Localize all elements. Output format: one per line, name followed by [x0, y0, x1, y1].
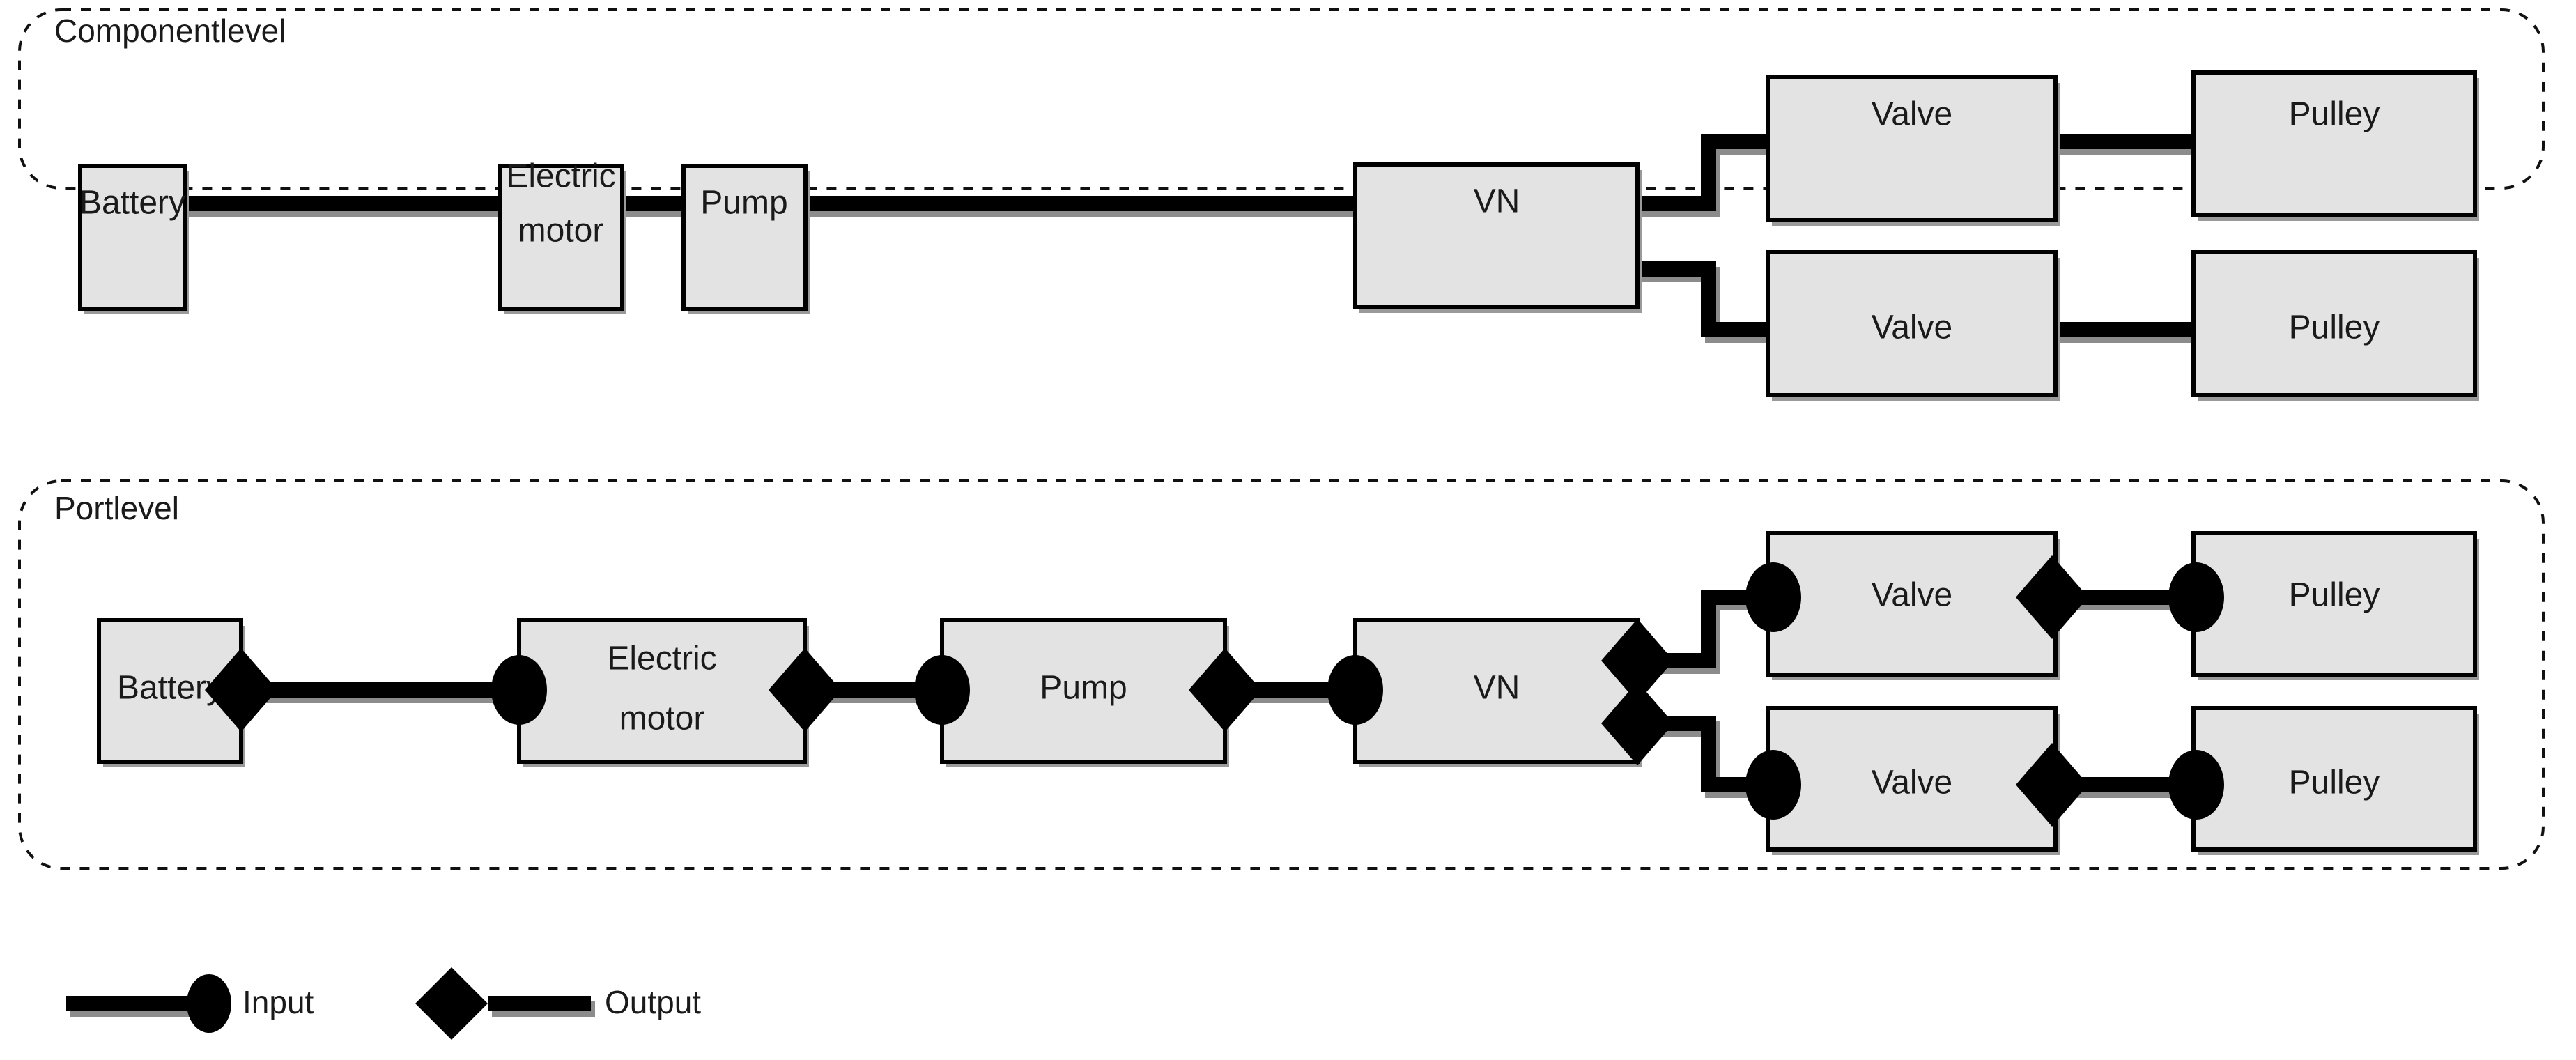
output-diamond-emotor[interactable]: [769, 648, 841, 732]
node-electric-motor-label-line2: motor: [518, 213, 604, 249]
node-valve-1-port[interactable]: Valve: [1766, 531, 2060, 680]
output-diamond-vn-2[interactable]: [1601, 682, 1674, 765]
node-pulley-2-port[interactable]: Pulley: [2191, 706, 2479, 855]
node-electric-motor-label-line1: Electric: [506, 158, 615, 195]
node-valve-1-component[interactable]: Valve: [1766, 75, 2060, 226]
input-circle-pulley-2[interactable]: [2168, 750, 2224, 820]
node-vn-port-label: VN: [1474, 670, 1520, 707]
node-pump-box[interactable]: [681, 164, 808, 311]
group-port-level-border: [18, 479, 2545, 870]
node-pulley-1-box[interactable]: [2191, 70, 2477, 217]
node-pulley-2-port-label: Pulley: [2289, 765, 2380, 801]
node-battery-box[interactable]: [78, 164, 187, 311]
node-battery-component[interactable]: Battery: [78, 164, 189, 314]
group-component-level-border: [18, 8, 2545, 190]
node-electric-motor-port-label-line1: Electric: [607, 640, 716, 677]
node-valve-1-port-box[interactable]: [1766, 531, 2058, 677]
port-markers: [205, 555, 2224, 827]
node-valve-1-port-label: Valve: [1872, 577, 1953, 614]
node-electric-motor-port-box[interactable]: [517, 618, 807, 764]
output-diamond-vn-1[interactable]: [1601, 619, 1674, 702]
node-valve-1-label: Valve: [1872, 96, 1953, 133]
group-port-level: Portlevel: [18, 479, 2545, 870]
node-pulley-2-port-box[interactable]: [2191, 706, 2477, 852]
node-pump-port-label: Pump: [1040, 670, 1127, 707]
node-valve-2-port-label: Valve: [1872, 765, 1953, 801]
input-circle-emotor[interactable]: [491, 655, 547, 725]
node-pulley-1-port-box[interactable]: [2191, 531, 2477, 677]
output-diamond-battery[interactable]: [205, 648, 277, 732]
node-electric-motor-port[interactable]: Electric motor: [517, 618, 809, 767]
node-valve-2-component[interactable]: Valve: [1766, 250, 2060, 401]
node-electric-motor-port-label-line2: motor: [619, 700, 705, 737]
node-pulley-2-component[interactable]: Pulley: [2191, 250, 2479, 401]
group-port-level-title: Portlevel: [54, 490, 179, 526]
node-pulley-1-port-label: Pulley: [2289, 577, 2380, 614]
node-valve-2-port-box[interactable]: [1766, 706, 2058, 852]
node-vn-port[interactable]: VN: [1353, 618, 1642, 767]
input-circle-pump[interactable]: [914, 655, 970, 725]
legend-item-output: Output: [415, 967, 701, 1040]
node-pulley-1-component[interactable]: Pulley: [2191, 70, 2479, 221]
node-battery-label: Battery: [79, 185, 185, 222]
node-electric-motor-component[interactable]: Electric motor: [498, 158, 626, 314]
node-pulley-1-port[interactable]: Pulley: [2191, 531, 2479, 680]
input-circle-valve-2[interactable]: [1745, 750, 1801, 820]
legend-output-label: Output: [605, 984, 701, 1020]
input-circle-vn[interactable]: [1327, 655, 1383, 725]
node-battery-port[interactable]: Battery: [97, 618, 245, 767]
input-circle-icon: [187, 974, 231, 1033]
legend-input-label: Input: [242, 984, 314, 1020]
node-vn-label: VN: [1474, 183, 1520, 220]
node-pump-port-box[interactable]: [940, 618, 1227, 764]
link-vn-valve-2: [1637, 261, 1773, 337]
node-pulley-2-label: Pulley: [2289, 309, 2380, 346]
output-diamond-pump[interactable]: [1189, 648, 1261, 732]
node-battery-port-label: Battery: [117, 670, 223, 707]
node-vn-component[interactable]: VN: [1353, 162, 1642, 313]
node-valve-2-box[interactable]: [1766, 250, 2058, 397]
input-circle-valve-1[interactable]: [1745, 562, 1801, 632]
group-component-level: Componentlevel: [18, 8, 2545, 190]
legend-item-input: Input: [66, 974, 314, 1033]
node-pump-label: Pump: [700, 185, 787, 222]
output-diamond-valve-2[interactable]: [2016, 743, 2088, 827]
node-pulley-2-box[interactable]: [2191, 250, 2477, 397]
output-diamond-valve-1[interactable]: [2016, 555, 2088, 639]
node-valve-2-label: Valve: [1872, 309, 1953, 346]
group-component-level-title: Componentlevel: [54, 13, 286, 49]
node-valve-1-box[interactable]: [1766, 75, 2058, 222]
node-electric-motor-box[interactable]: [498, 164, 624, 311]
node-valve-2-port[interactable]: Valve: [1766, 706, 2060, 855]
component-level-links: [185, 134, 2200, 343]
legend: Input Output: [66, 967, 701, 1040]
node-pulley-1-label: Pulley: [2289, 96, 2380, 133]
link-vn-valve-1: [1637, 134, 1773, 211]
input-circle-pulley-1[interactable]: [2168, 562, 2224, 632]
node-pump-port[interactable]: Pump: [940, 618, 1229, 767]
node-vn-box[interactable]: [1353, 162, 1640, 309]
node-pump-component[interactable]: Pump: [681, 164, 810, 314]
output-diamond-icon: [415, 967, 488, 1040]
